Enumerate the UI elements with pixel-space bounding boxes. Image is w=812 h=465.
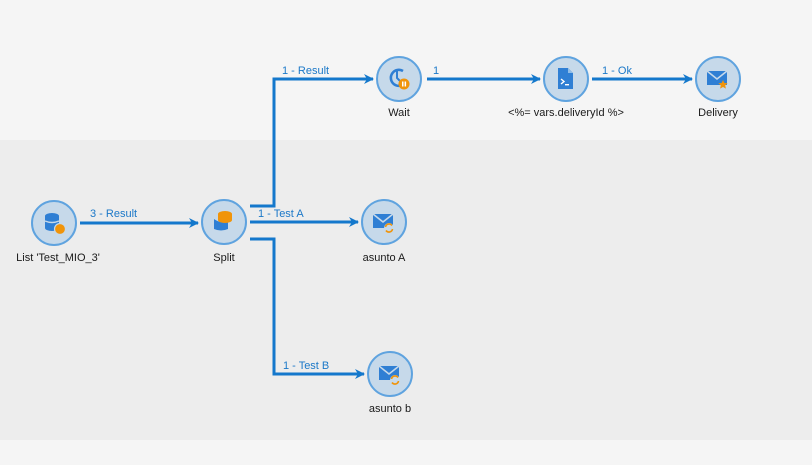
email-refresh-icon bbox=[372, 213, 394, 233]
node-label-split: Split bbox=[213, 252, 235, 264]
edge-label-wait-script: 1 bbox=[433, 65, 440, 77]
node-asunto-a[interactable] bbox=[361, 199, 407, 245]
node-asunto-b[interactable] bbox=[367, 351, 413, 397]
node-delivery[interactable] bbox=[695, 56, 741, 102]
edge-label-script-delivery: 1 - Ok bbox=[602, 65, 632, 77]
node-label-asunto-b: asunto b bbox=[368, 403, 412, 415]
script-file-icon bbox=[558, 68, 573, 89]
node-list[interactable] bbox=[31, 200, 77, 246]
split-database-icon bbox=[214, 211, 232, 231]
node-label-list: List 'Test_MIO_3' bbox=[16, 252, 100, 264]
edge-label-list-split: 3 - Result bbox=[90, 208, 138, 220]
node-wait[interactable] bbox=[376, 56, 422, 102]
edge-label-split-wait: 1 - Result bbox=[282, 65, 330, 77]
node-label-script: <%= vars.deliveryId %> bbox=[508, 107, 624, 119]
node-label-wait: Wait bbox=[388, 107, 410, 119]
database-list-icon bbox=[44, 213, 67, 236]
edge-split-to-wait[interactable] bbox=[250, 74, 374, 208]
edge-split-to-asunto-b[interactable] bbox=[250, 237, 365, 379]
node-label-asunto-a: asunto A bbox=[362, 252, 406, 264]
node-split[interactable] bbox=[201, 199, 247, 245]
node-script[interactable] bbox=[543, 56, 589, 102]
edge-label-split-asunto-a: 1 - Test A bbox=[258, 208, 304, 220]
email-refresh-icon bbox=[378, 365, 400, 385]
clock-pause-icon bbox=[389, 68, 410, 90]
email-star-icon bbox=[706, 70, 728, 89]
node-label-delivery: Delivery bbox=[698, 107, 738, 119]
workflow-lane-bottom bbox=[0, 440, 812, 465]
edge-label-split-asunto-b: 1 - Test B bbox=[283, 360, 330, 372]
